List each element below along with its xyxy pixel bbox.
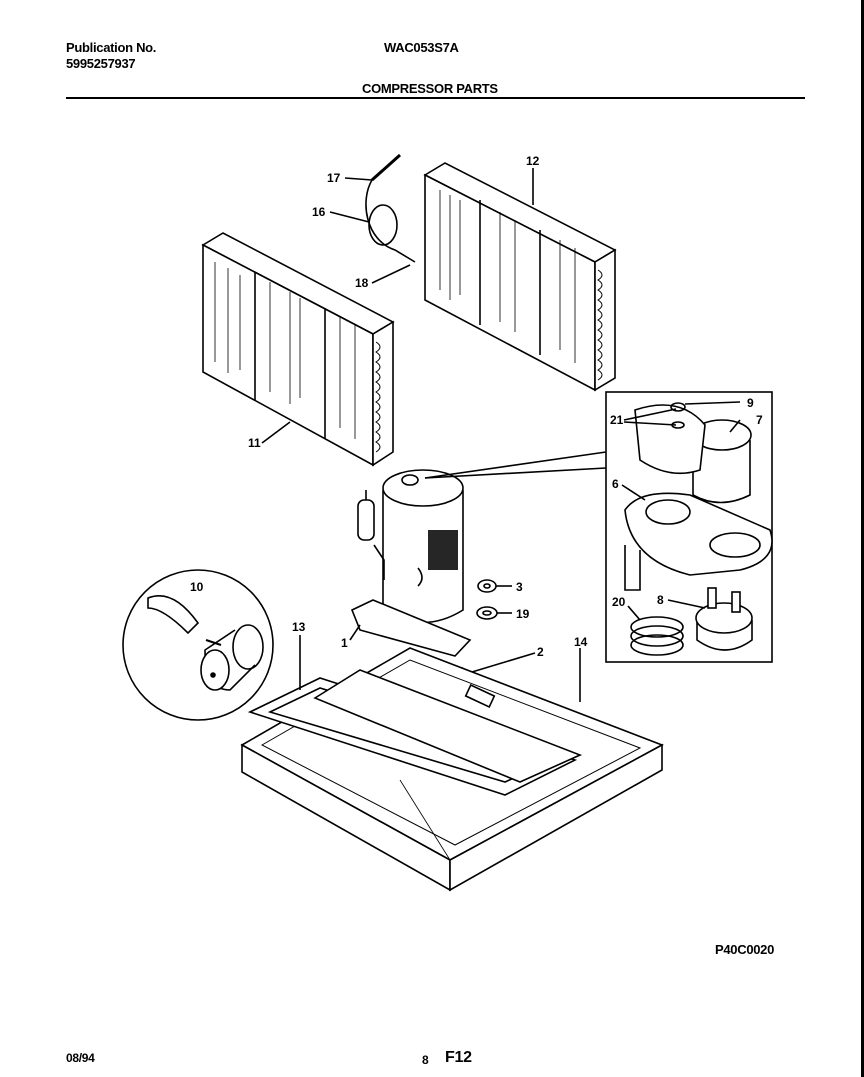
callout-11: 11 [248,436,261,450]
capacitor-7[interactable] [692,419,752,504]
callout-17: 17 [327,171,341,185]
callout-9: 9 [747,396,754,410]
header-rule [66,97,805,99]
section-title: COMPRESSOR PARTS [362,81,498,96]
callout-16: 16 [312,205,326,219]
condenser-coil-12[interactable] [423,162,617,392]
publication-number: 5995257937 [66,56,136,71]
evaporator-coil-11[interactable] [201,232,395,467]
bracket-21[interactable] [634,402,706,475]
callout-6: 6 [612,477,619,491]
washer-19[interactable] [476,606,498,620]
callout-2: 2 [537,645,544,659]
callout-18: 18 [355,276,369,290]
figure-code: P40C0020 [715,942,775,957]
callout-3: 3 [516,580,523,594]
publication-label: Publication No. [66,40,157,55]
gasket-ring-20[interactable] [630,616,684,656]
support-bracket-13[interactable] [247,669,583,796]
nut-3[interactable] [477,579,497,593]
footer-figure-id: F12 [445,1049,472,1066]
inset-detail-10 [122,569,274,721]
callout-12: 12 [526,154,540,168]
callout-10: 10 [190,580,204,594]
compressor-1[interactable] [350,469,472,657]
footer-date: 08/94 [66,1051,95,1065]
callout-20: 20 [612,595,626,609]
callout-19: 19 [516,607,530,621]
model-number: WAC053S7A [384,40,459,55]
callout-8: 8 [657,593,664,607]
callout-7: 7 [756,413,763,427]
callout-14: 14 [574,635,588,649]
capillary-tube[interactable] [365,153,416,263]
page-edge [861,0,864,1077]
callout-13: 13 [292,620,306,634]
callout-21: 21 [610,413,624,427]
mounting-strap-6[interactable] [624,492,773,576]
overload-protector-8[interactable] [695,587,753,651]
callout-1: 1 [341,636,348,650]
footer-page-number: 8 [422,1053,429,1067]
